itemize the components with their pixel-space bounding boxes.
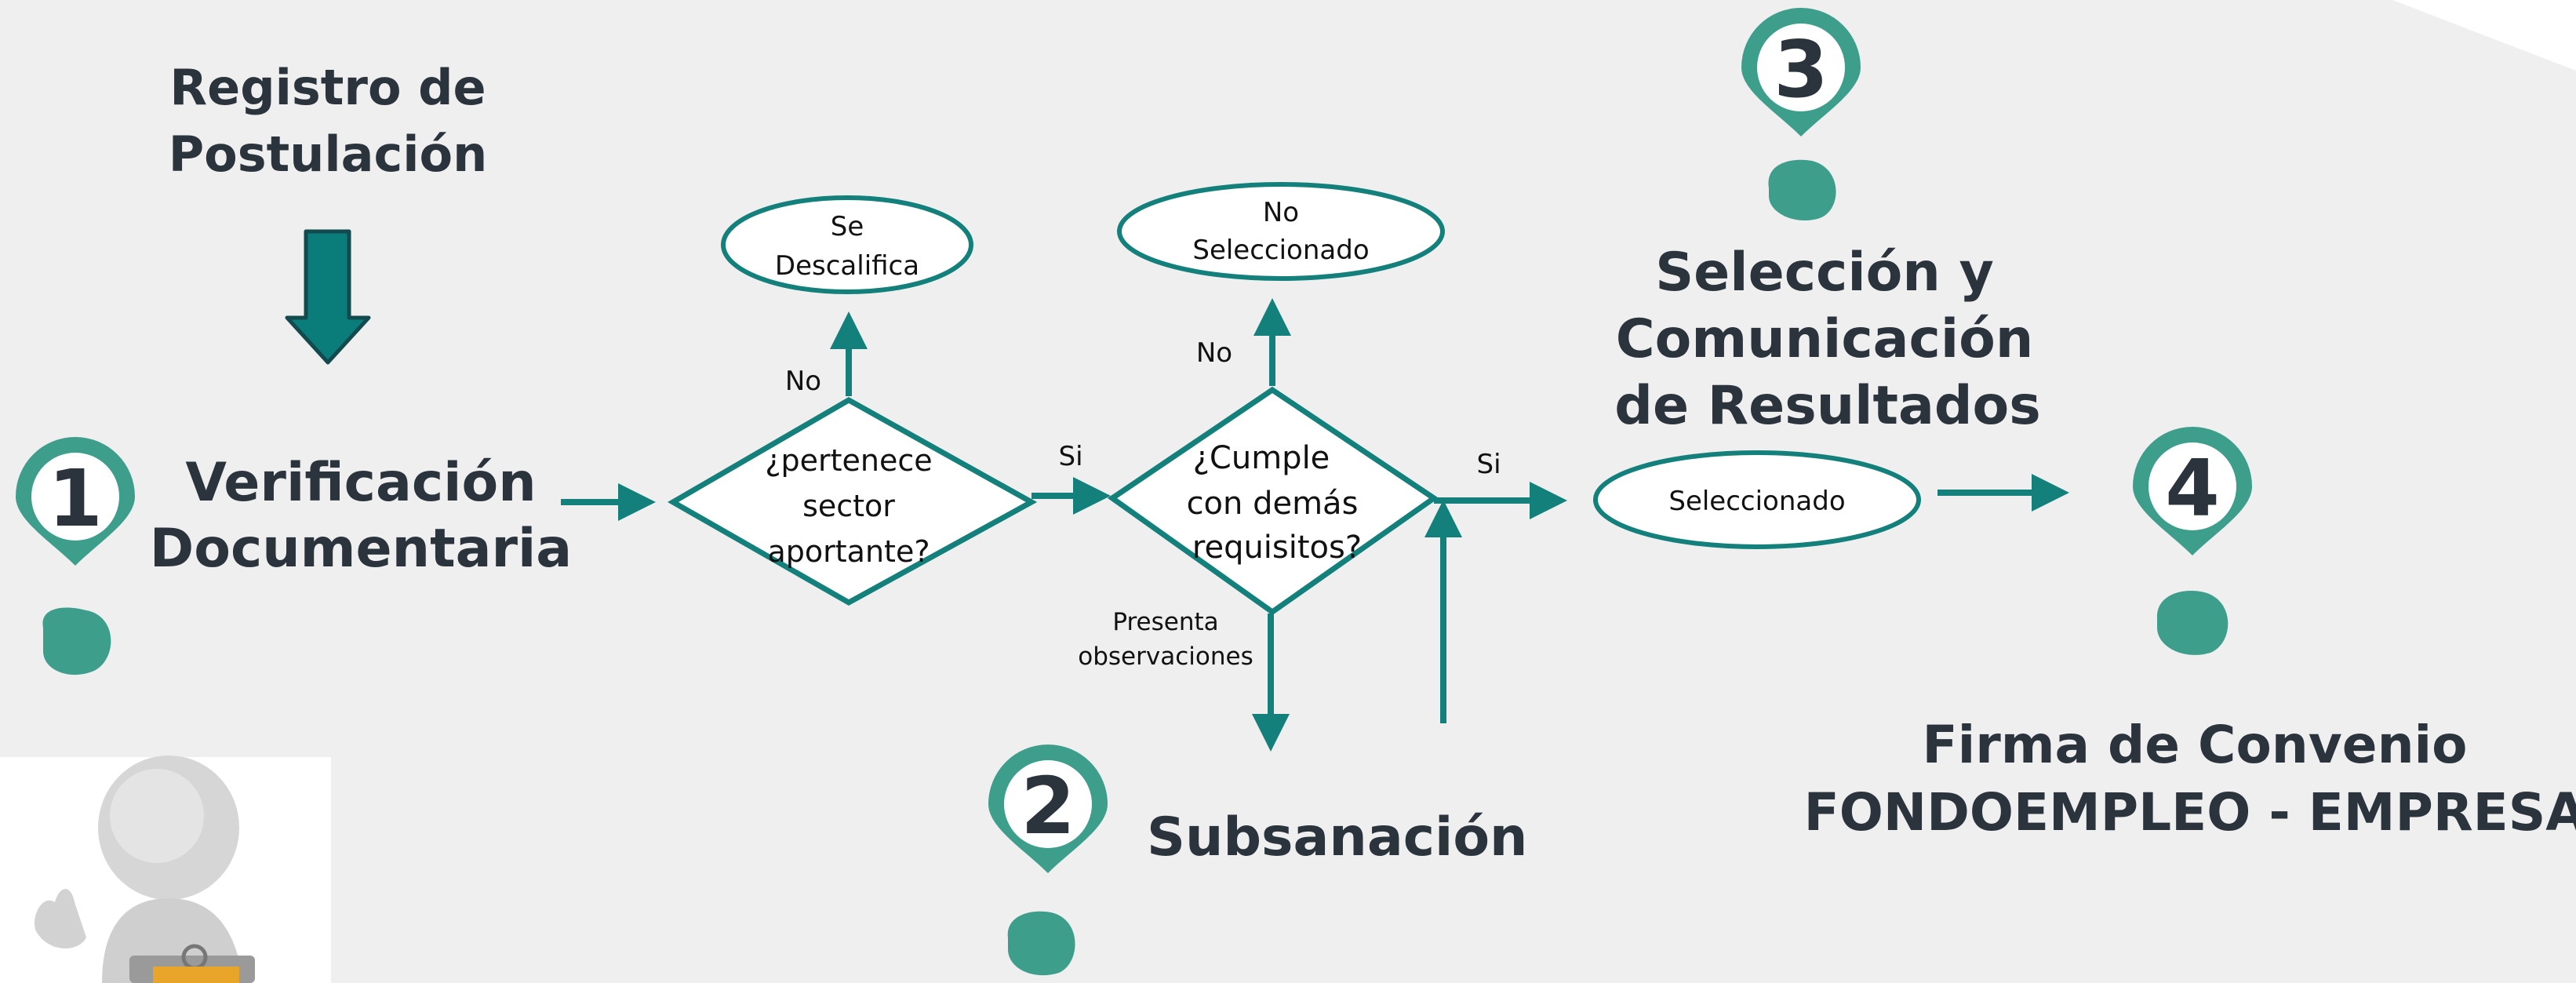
decision-sector-aportante: ¿pertenece sector aportante? (667, 396, 1038, 606)
pin-2-shadow (1007, 911, 1075, 976)
node-seleccionado: Seleccionado (1593, 450, 1921, 549)
thumbs-up-figure (0, 755, 331, 983)
decision-cumple-requisitos: ¿Cumple con demás requisitos? (1107, 386, 1439, 616)
step-1-pin: 1 (16, 437, 135, 675)
step-4-number: 4 (2165, 442, 2220, 534)
no-seleccionado-line2: Seleccionado (1192, 235, 1369, 266)
heading-firma-line2: FONDOEMPLEO - EMPRESA (1804, 782, 2576, 843)
pin-4-shadow (2156, 591, 2229, 655)
heading-seleccion-line2: Comunicación (1616, 308, 2034, 370)
label-si-2: Si (1476, 449, 1501, 480)
heading-verificacion-line2: Documentaria (150, 518, 572, 580)
diamond2-line2: con demás (1187, 486, 1359, 522)
heading-registro-line2: Postulación (169, 126, 488, 183)
step-3-number: 3 (1774, 24, 1828, 115)
no-seleccionado-line1: No (1263, 197, 1299, 228)
step-4-pin: 4 (2133, 427, 2252, 655)
step-2-pin: 2 (988, 745, 1108, 976)
heading-seleccion-line1: Selección y (1655, 242, 1994, 304)
label-no-1: No (785, 366, 821, 397)
corner-decoration (2392, 0, 2576, 71)
descalifica-line2: Descalifica (775, 250, 919, 282)
step-1-number: 1 (48, 453, 103, 544)
heading-firma-line1: Firma de Convenio (1922, 715, 2467, 775)
heading-subsanacion: Subsanación (1147, 806, 1527, 868)
diamond1-line3: aportante? (768, 534, 930, 569)
label-si-1: Si (1058, 441, 1082, 472)
diamond2-line1: ¿Cumple (1193, 440, 1330, 476)
pin-1-shadow (42, 607, 111, 675)
step-3-pin: 3 (1741, 8, 1861, 221)
heading-verificacion-line1: Verificación (185, 452, 536, 514)
pin-3-shadow (1768, 159, 1836, 221)
diamond1-line2: sector (802, 489, 895, 523)
diamond2-line3: requisitos? (1192, 530, 1362, 566)
label-presenta-line2: observaciones (1078, 643, 1253, 671)
heading-registro-line1: Registro de (169, 59, 486, 116)
node-no-seleccionado: No Seleccionado (1117, 182, 1445, 281)
label-presenta-line1: Presenta (1112, 608, 1218, 636)
step-2-number: 2 (1021, 760, 1075, 852)
label-no-2: No (1196, 337, 1232, 369)
seleccionado-label: Seleccionado (1668, 486, 1845, 517)
down-arrow-icon (285, 229, 371, 365)
node-se-descalifica: Se Descalifica (721, 195, 973, 294)
descalifica-line1: Se (831, 211, 864, 242)
heading-seleccion-line3: de Resultados (1614, 375, 2040, 437)
diamond1-line1: ¿pertenece (765, 443, 932, 478)
